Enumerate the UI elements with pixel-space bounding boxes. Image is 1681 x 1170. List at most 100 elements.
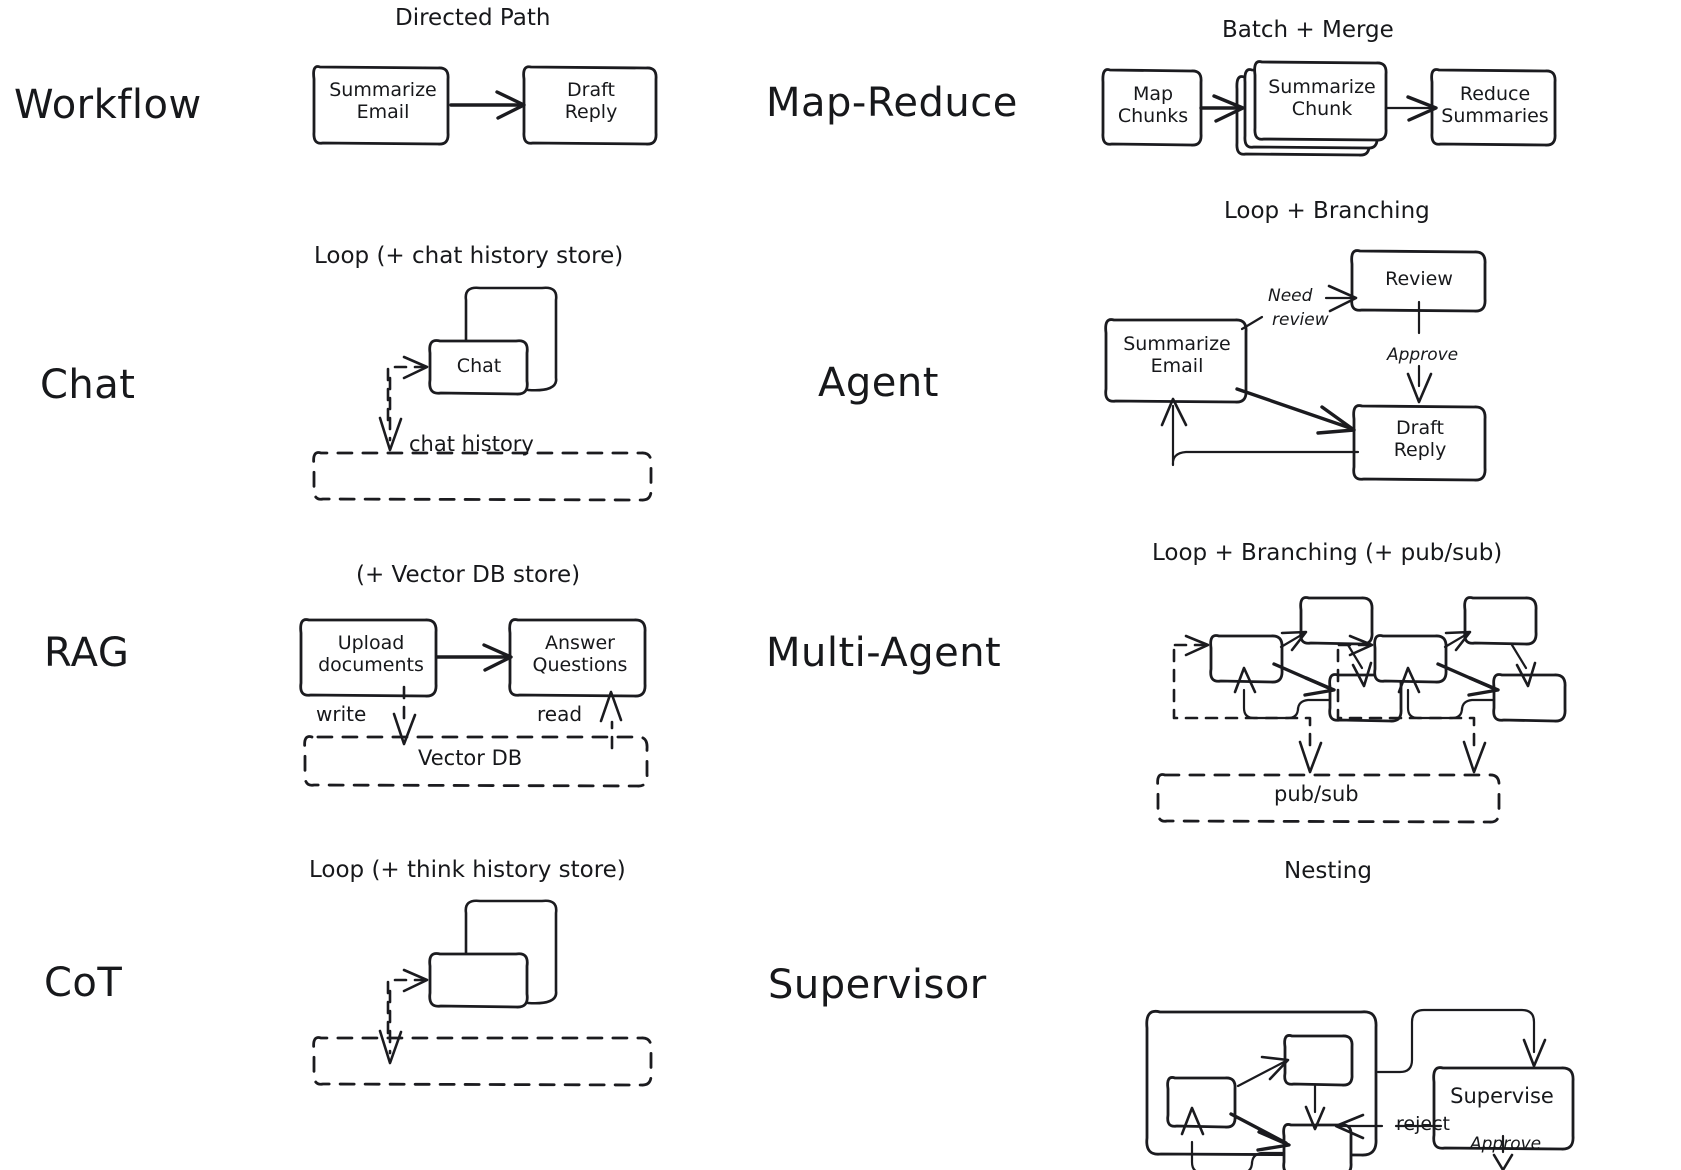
edge-label-read: read [537,702,583,726]
caption-rag: (+ Vector DB store) [356,562,581,588]
store-vector-db-box[interactable] [303,735,649,788]
arrowhead-ma2-top-to-right [1515,661,1537,688]
row-label-cot: CoT [44,960,123,1006]
arrowhead-ma1-pubsub-in [1184,634,1210,657]
edge-summarize-to-draft [1235,387,1352,430]
node-sup-inner-top-box[interactable] [1283,1034,1354,1087]
edge-ma2-right-to-left [1406,688,1496,720]
row-label-workflow: Workflow [14,82,202,128]
edge-nested-to-supervise [1376,1008,1536,1074]
node-answer-questions-box[interactable] [508,618,647,698]
node-supervise-box[interactable] [1432,1066,1575,1151]
edge-chat-history-to-chat [386,365,426,422]
arrowhead-chat-to-chat-history [378,416,403,452]
node-think-box[interactable] [428,952,529,1009]
arrowhead-summarize-to-draft [1316,405,1356,435]
node-review-box[interactable] [1350,249,1487,313]
arrowhead-ma2-left-to-right [1467,676,1500,697]
node-ma2-top-box[interactable] [1463,596,1538,646]
caption-supervisor: Nesting [1284,858,1372,884]
node-ma2-left-box[interactable] [1373,634,1448,684]
node-agent-summarize-email-box[interactable] [1104,318,1248,404]
store-label-pub-sub: pub/sub [1274,782,1359,806]
node-map-chunks-box[interactable] [1101,68,1203,147]
caption-workflow: Directed Path [395,5,551,31]
arrowhead-think-to-think-history [378,1029,403,1065]
arrowhead-review-to-draft [1406,372,1433,404]
node-sup-inner-left-box[interactable] [1166,1076,1237,1129]
arrowhead-ma1-right-to-left [1233,666,1257,694]
arrowhead-sup-left-to-top [1260,1055,1290,1081]
arrowhead-summarize-to-review [1327,284,1358,313]
arrowhead-ma1-left-to-top [1280,630,1308,652]
agent-group-2 [1336,596,1567,774]
node-draft-reply-box[interactable] [522,65,658,146]
arrowhead-ma2-pubsub-out [1462,740,1487,774]
arrowhead-upload-to-vector-db [392,712,417,746]
edge-ma2-top-to-right [1510,643,1528,670]
edge-chat-self-loop [464,286,558,392]
edge-label-review: review [1272,310,1329,330]
store-think-history-box[interactable] [312,1036,653,1087]
node-agent-draft-reply-box[interactable] [1352,404,1487,482]
edge-ma1-right-to-left [1242,688,1332,720]
arrowhead-upload-to-answer [482,643,513,672]
row-label-supervisor: Supervisor [768,962,987,1008]
arrowhead-draft-to-summarize [1160,397,1188,427]
rag-panel [299,618,649,788]
arrowhead-sup-top-to-right [1304,1105,1326,1131]
row-label-chat: Chat [40,362,136,408]
node-summarize-chunk-box[interactable] [1253,60,1388,142]
workflow-panel [312,65,658,146]
node-upload-documents-box[interactable] [299,618,438,698]
cot-panel [312,899,653,1087]
edge-label-approve-supervisor: Approve [1470,1134,1542,1154]
row-label-multi-agent: Multi-Agent [766,630,1002,676]
map-reduce-panel [1101,60,1557,157]
agent-group-1 [1172,596,1403,774]
node-ma2-right-box[interactable] [1492,673,1567,723]
caption-map-reduce: Batch + Merge [1222,17,1394,43]
agent-panel [1104,249,1487,482]
edge-label-need: Need [1268,286,1313,306]
arrowhead-sup-left-to-right [1256,1130,1291,1152]
store-label-vector-db: Vector DB [418,746,523,770]
node-ma1-left-box[interactable] [1209,634,1284,684]
arrowhead-sup-right-to-left [1180,1106,1205,1136]
row-label-agent: Agent [818,360,939,406]
store-label-chat-history: chat history [409,432,534,456]
chat-panel [312,286,653,502]
arrowhead-supervise-approve [1492,1153,1514,1170]
caption-cot: Loop (+ think history store) [309,857,626,883]
arrowhead-ma2-pubsub-in [1348,634,1374,657]
arrowhead-workflow-1 [495,90,526,120]
edge-sup-left-to-top [1236,1060,1286,1088]
edge-think-history-to-think [386,978,426,1035]
arrowhead-think-history-to-think [402,968,429,993]
edge-ma1-pubsub-path [1172,648,1312,750]
arrowhead-chat-history-to-chat [402,355,429,380]
arrowhead-vector-db-to-answer [599,690,623,723]
supervisor-panel [1145,1008,1575,1170]
node-ma1-top-box[interactable] [1299,596,1374,646]
edge-ma2-left-to-top [1443,632,1469,649]
edge-think-self-loop [464,899,558,1005]
node-reduce-summaries-box[interactable] [1430,68,1557,147]
multi-agent-panel [1156,596,1567,824]
edge-ma1-left-to-top [1279,632,1305,649]
arrowhead-nested-to-supervise [1522,1038,1547,1068]
store-pub-sub-box[interactable] [1156,773,1501,824]
caption-multi-agent: Loop + Branching (+ pub/sub) [1152,540,1503,566]
arrowhead-map-to-summarize [1212,94,1245,123]
node-sup-inner-right-box[interactable] [1282,1123,1353,1170]
edge-label-approve-agent: Approve [1387,345,1459,365]
arrowhead-ma2-right-to-left [1397,666,1421,694]
arrowhead-ma1-top-to-right [1351,661,1373,688]
arrowhead-ma1-left-to-right [1303,676,1336,697]
edge-summarize-to-review [1240,315,1264,331]
node-chat-box[interactable] [428,339,529,396]
arrowhead-summarize-to-reduce [1406,95,1438,122]
store-chat-history-box[interactable] [312,451,653,502]
node-summarize-email-box[interactable] [312,65,450,146]
